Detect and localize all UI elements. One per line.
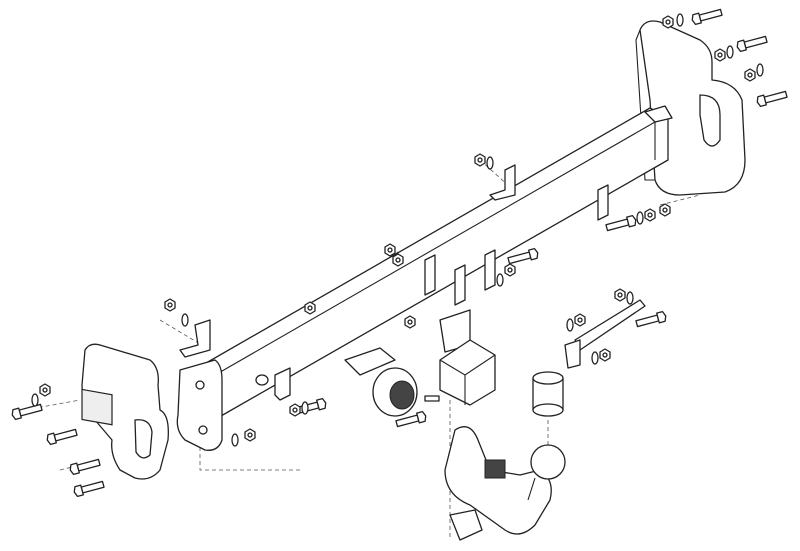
left-mounting-bracket bbox=[81, 343, 169, 480]
control-module bbox=[439, 339, 496, 406]
tow-ball-neck bbox=[444, 426, 566, 541]
loose-brackets bbox=[179, 164, 646, 369]
ball-cap bbox=[532, 371, 564, 417]
electrical-socket bbox=[344, 347, 440, 417]
beam-brackets bbox=[274, 184, 609, 401]
left-beam-end-plate bbox=[176, 359, 223, 451]
